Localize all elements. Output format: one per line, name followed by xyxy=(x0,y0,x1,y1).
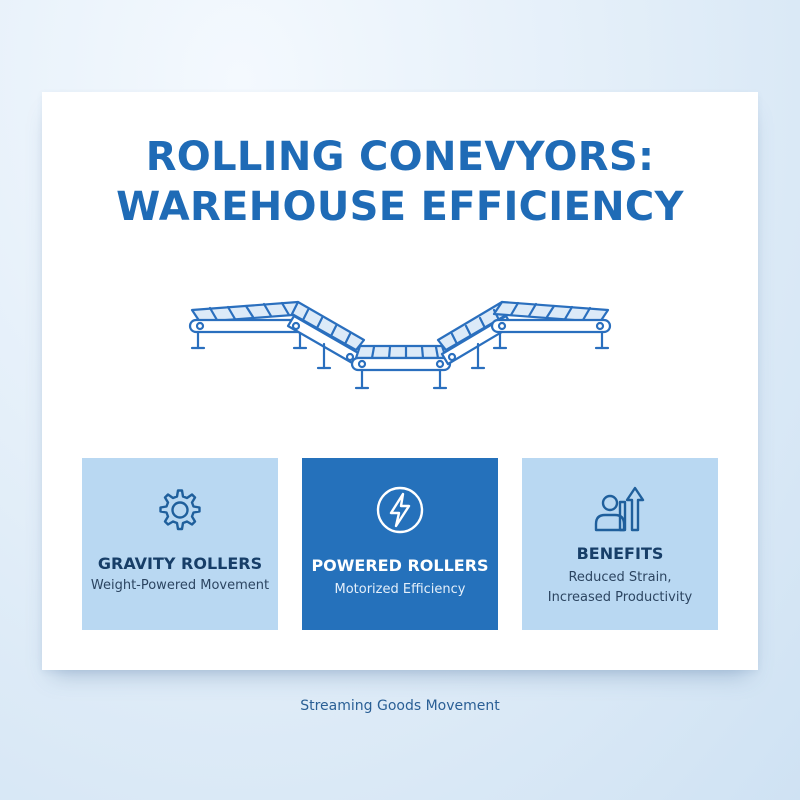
person-arrow-up-icon xyxy=(594,486,645,532)
title-line-1: ROLLING CONEVYORS: xyxy=(145,134,655,180)
caption: Streaming Goods Movement xyxy=(300,698,500,714)
tile-subtitle: Motorized Efficiency xyxy=(334,582,466,597)
tile-title: BENEFITS xyxy=(576,544,664,563)
title-line-2: WAREHOUSE EFFICIENCY xyxy=(116,184,684,230)
tile-subtitle-line-2: Increased Productivity xyxy=(547,590,693,605)
conveyor-section-center xyxy=(350,344,452,390)
tile-title: GRAVITY ROLLERS xyxy=(97,554,263,573)
gear-icon xyxy=(159,489,201,531)
roller-conveyor-icon xyxy=(188,300,612,390)
benefits-card: BENEFITS Reduced Strain, Increased Produ… xyxy=(522,458,718,630)
page-title: ROLLING CONEVYORS: WAREHOUSE EFFICIENCY xyxy=(42,132,758,232)
tile-subtitle-line-1: Reduced Strain, xyxy=(568,570,672,585)
powered-rollers-card: POWERED ROLLERS Motorized Efficiency xyxy=(302,458,498,630)
tile-title: POWERED ROLLERS xyxy=(311,556,489,575)
tile-subtitle: Weight-Powered Movement xyxy=(90,578,270,593)
lightning-bolt-icon xyxy=(376,486,424,534)
infographic-card: ROLLING CONEVYORS: WAREHOUSE EFFICIENCY xyxy=(42,92,758,670)
gravity-rollers-card: GRAVITY ROLLERS Weight-Powered Movement xyxy=(82,458,278,630)
conveyor-section-right xyxy=(490,300,612,350)
